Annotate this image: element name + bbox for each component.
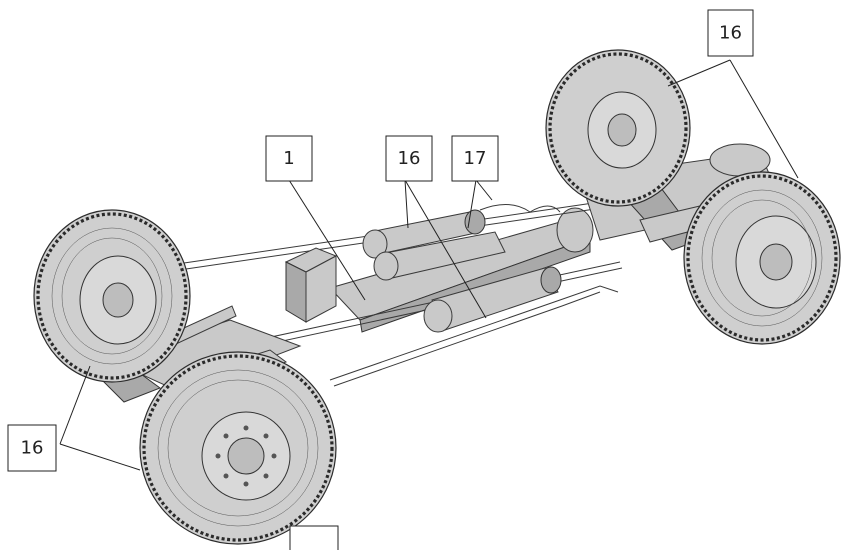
callout-rear-tyres: 16 xyxy=(707,9,754,57)
callout-label: 16 xyxy=(398,148,421,169)
callout-label: 16 xyxy=(719,23,742,44)
wheel-front-front xyxy=(139,351,337,545)
callout-bottom-partial xyxy=(289,525,339,550)
callout-front-tyres: 16 xyxy=(7,424,57,472)
control-box xyxy=(284,247,338,323)
leader-lines xyxy=(59,59,799,471)
callout-frame: 1 xyxy=(265,135,313,182)
air-tank-middle xyxy=(373,231,506,281)
wheel-rear-back xyxy=(545,49,691,207)
air-tank-upper xyxy=(362,209,486,259)
callout-center-tank: 16 xyxy=(385,135,433,182)
callout-label: 16 xyxy=(21,438,44,459)
callout-label: 17 xyxy=(464,148,487,169)
callout-pipe: 17 xyxy=(451,135,499,182)
wheel-front-back xyxy=(33,209,191,383)
hose xyxy=(479,204,561,213)
air-tank-lower xyxy=(423,266,562,333)
frame-tube xyxy=(329,207,594,333)
wheel-rear-front xyxy=(683,171,841,345)
callout-label: 1 xyxy=(283,148,294,169)
